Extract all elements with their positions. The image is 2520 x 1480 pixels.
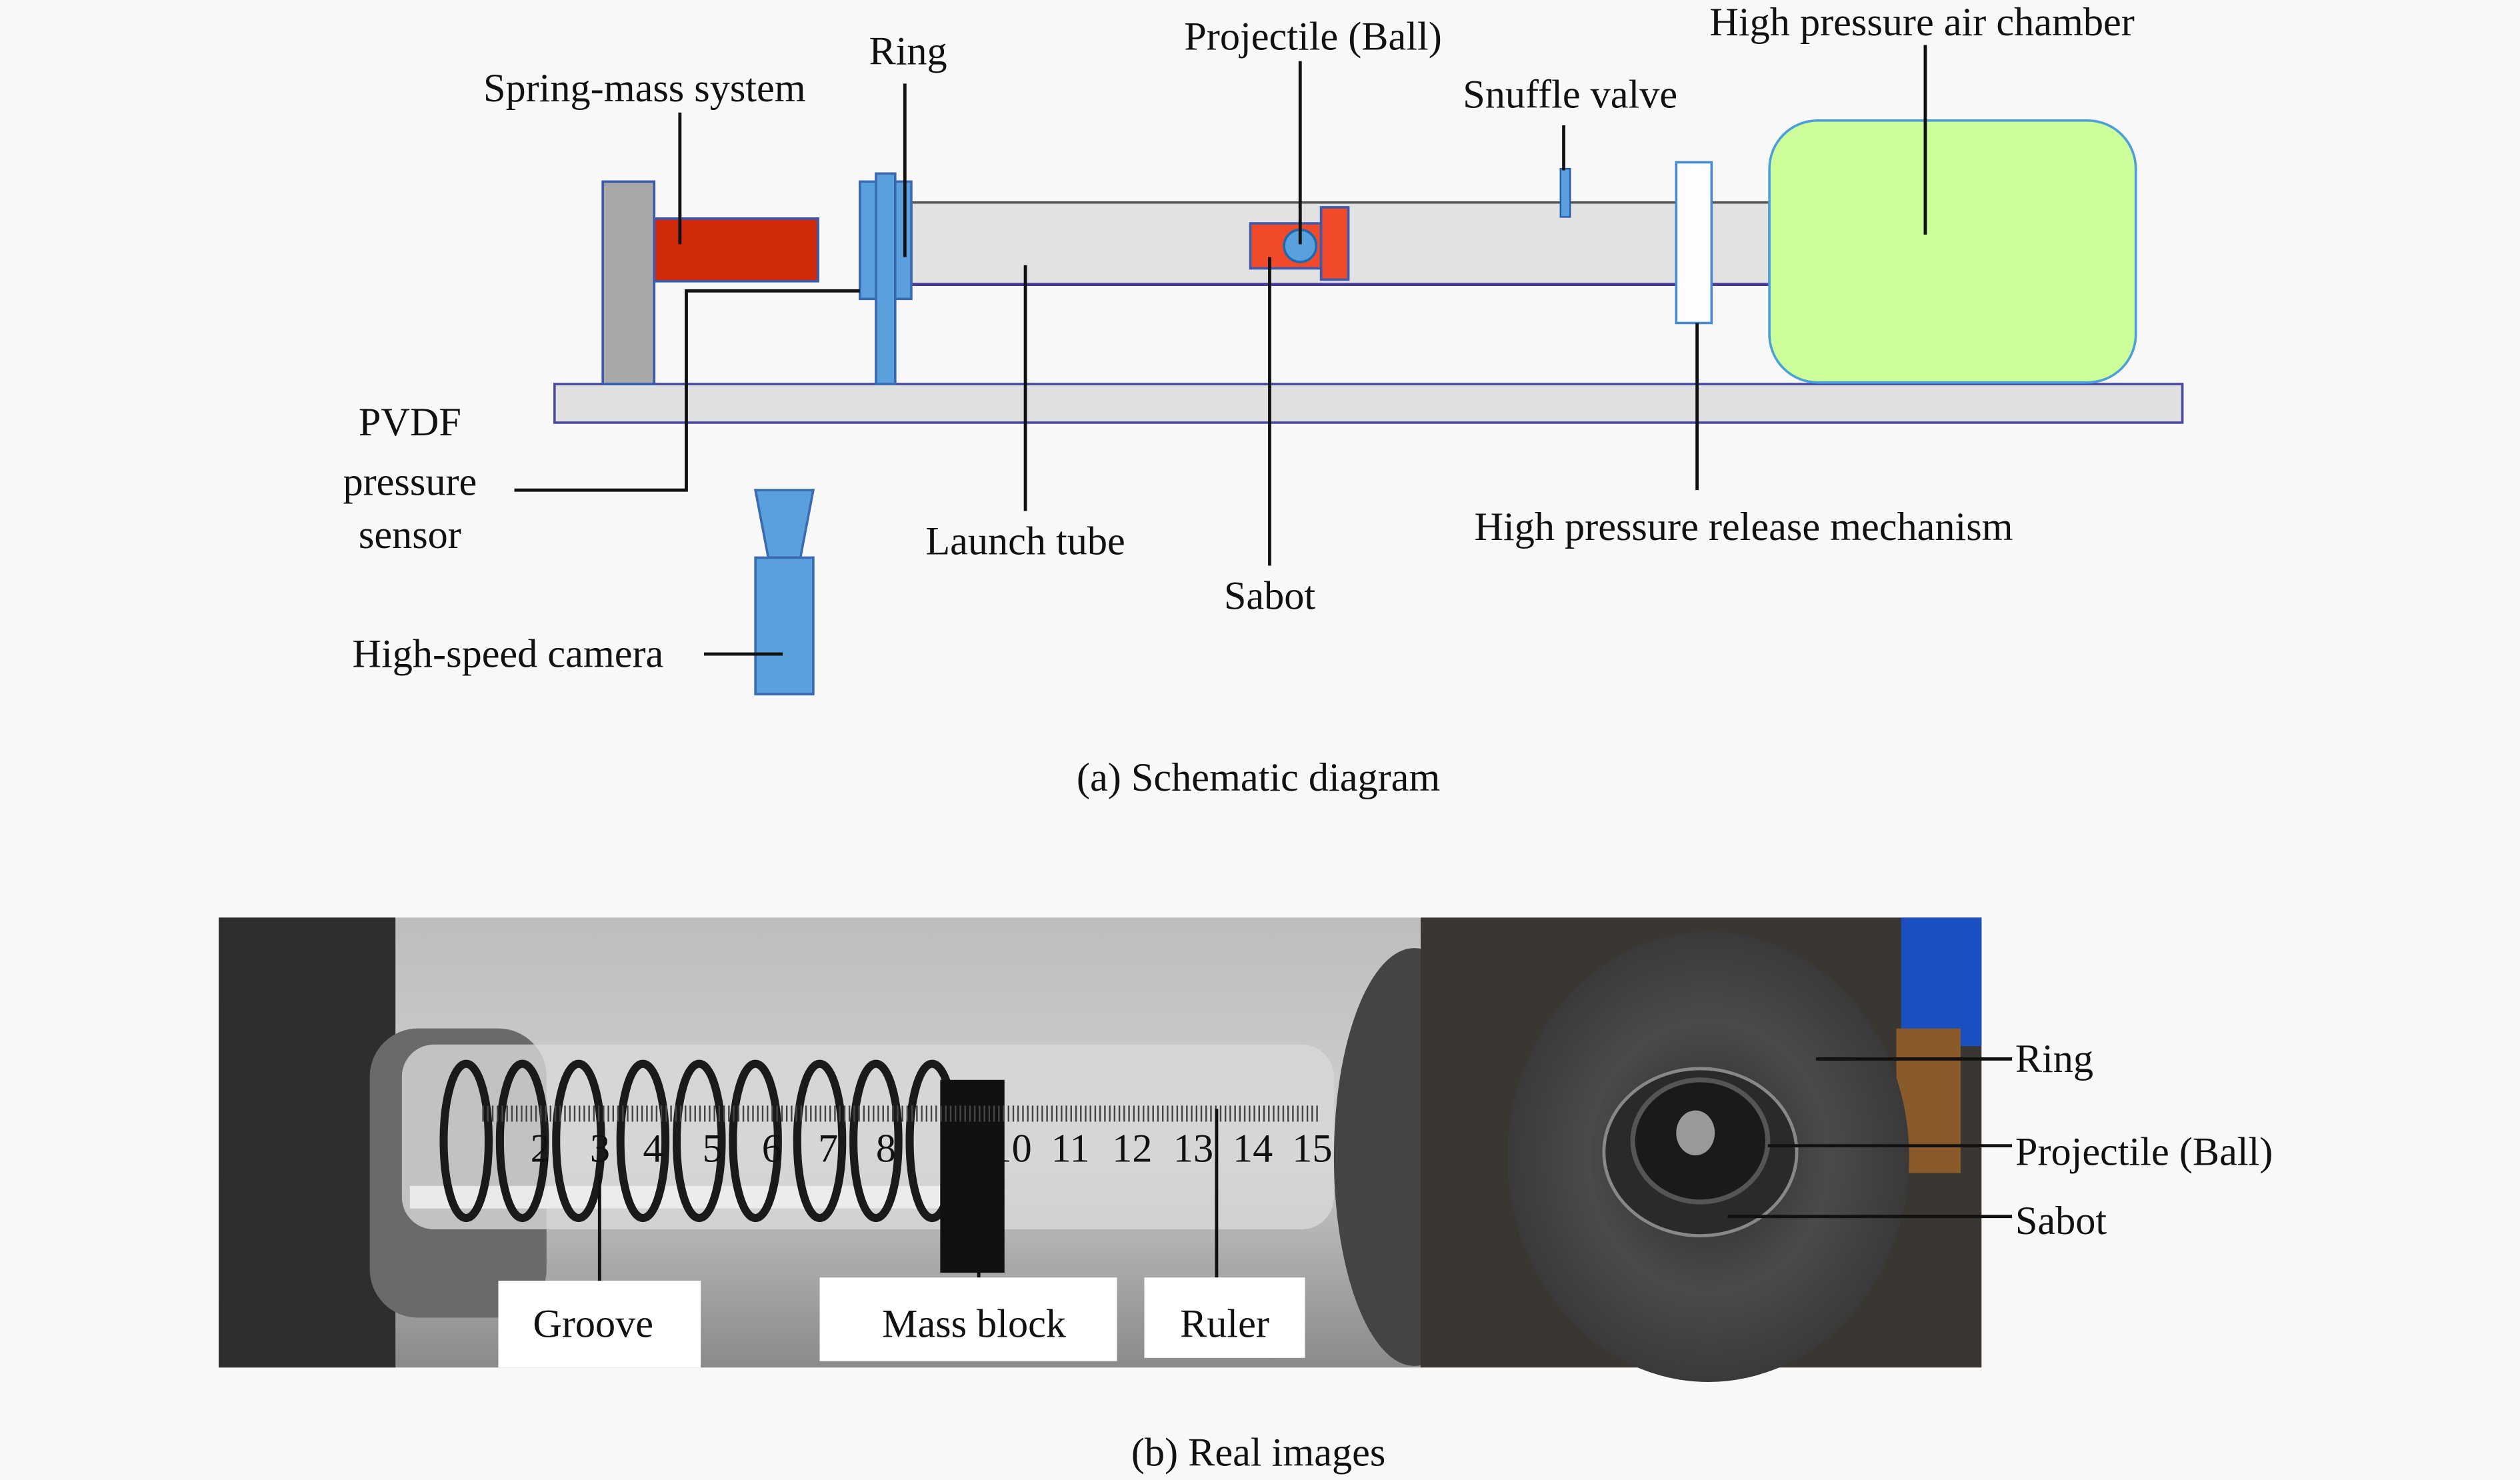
label-photo-sabot: Sabot xyxy=(2015,1199,2107,1243)
label-ring: Ring xyxy=(869,29,947,73)
air-chamber xyxy=(1768,119,2137,384)
svg-text:3: 3 xyxy=(590,1127,610,1171)
caption-a: (a) Schematic diagram xyxy=(1077,755,1440,800)
svg-text:6: 6 xyxy=(762,1127,782,1171)
svg-text:2: 2 xyxy=(531,1127,551,1171)
label-ruler: Ruler xyxy=(1180,1301,1269,1346)
label-snuffle-valve: Snuffle valve xyxy=(1463,72,1677,117)
svg-text:7: 7 xyxy=(818,1127,838,1171)
label-pvdf-1: PVDF xyxy=(359,400,461,445)
label-pvdf-2: pressure xyxy=(343,459,477,504)
label-photo-ring: Ring xyxy=(2015,1037,2093,1081)
svg-text:8: 8 xyxy=(876,1127,896,1171)
svg-text:10: 10 xyxy=(991,1127,1031,1171)
label-camera: High-speed camera xyxy=(353,631,664,676)
svg-text:12: 12 xyxy=(1112,1127,1152,1171)
svg-text:5: 5 xyxy=(703,1127,723,1171)
spring-coils xyxy=(439,1059,959,1223)
label-photo-projectile: Projectile (Ball) xyxy=(2015,1130,2273,1175)
ruler-label-box xyxy=(1144,1277,1305,1358)
label-mass-block: Mass block xyxy=(882,1301,1067,1346)
svg-text:13: 13 xyxy=(1173,1127,1213,1171)
ruler-tick-labels: 2 3 4 5 6 7 8 10 11 12 13 14 15 xyxy=(531,1127,1333,1171)
mass-block-label-box xyxy=(819,1277,1117,1361)
snuffle-valve xyxy=(1559,167,1571,218)
ring-bar xyxy=(875,172,897,385)
label-sabot: Sabot xyxy=(1224,574,1316,619)
label-pvdf-3: sensor xyxy=(359,513,461,557)
caption-b: (b) Real images xyxy=(1131,1430,1385,1475)
real-images: 2 3 4 5 6 7 8 10 11 12 13 14 15 Groove M… xyxy=(219,917,2273,1475)
release-mechanism xyxy=(1675,161,1713,325)
label-release: High pressure release mechanism xyxy=(1475,505,2013,549)
svg-text:14: 14 xyxy=(1233,1127,1273,1171)
svg-text:15: 15 xyxy=(1292,1127,1332,1171)
base-plate xyxy=(553,383,2184,424)
svg-text:4: 4 xyxy=(643,1127,663,1171)
camera-lens xyxy=(753,489,815,559)
label-spring-mass: Spring-mass system xyxy=(483,66,806,111)
label-launch-tube: Launch tube xyxy=(925,519,1125,564)
support-post xyxy=(601,180,656,385)
groove-label-box xyxy=(498,1281,701,1368)
label-air-chamber: High pressure air chamber xyxy=(1709,0,2134,45)
schematic-diagram: Spring-mass system Ring Projectile (Ball… xyxy=(343,0,2184,800)
sabot-flange xyxy=(1319,206,1350,281)
camera-body xyxy=(754,556,815,696)
svg-text:11: 11 xyxy=(1051,1127,1090,1171)
label-groove: Groove xyxy=(533,1301,653,1346)
label-projectile: Projectile (Ball) xyxy=(1184,15,1441,59)
